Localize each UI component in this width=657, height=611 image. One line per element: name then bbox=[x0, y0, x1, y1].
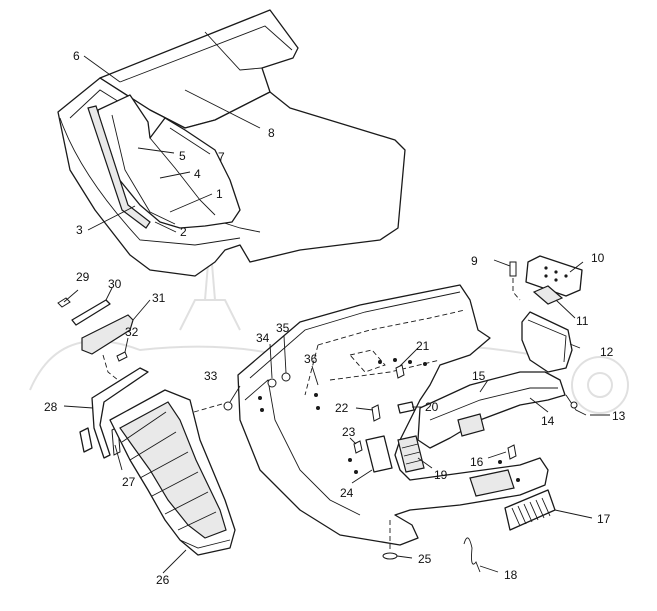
callout-21: 21 bbox=[416, 339, 430, 353]
callout-6: 6 bbox=[73, 49, 80, 63]
callout-19: 19 bbox=[434, 468, 448, 482]
callout-1: 1 bbox=[216, 187, 223, 201]
callout-28: 28 bbox=[44, 400, 58, 414]
callout-34: 34 bbox=[256, 331, 270, 345]
callout-27: 27 bbox=[122, 475, 136, 489]
callout-14: 14 bbox=[541, 414, 555, 428]
callout-labels: 6 8 7 5 4 1 2 3 29 30 31 32 28 27 26 34 … bbox=[44, 49, 626, 587]
callout-22: 22 bbox=[335, 401, 349, 415]
callout-17: 17 bbox=[597, 512, 611, 526]
callout-29: 29 bbox=[76, 270, 90, 284]
callout-24: 24 bbox=[340, 486, 354, 500]
callout-7: 7 bbox=[218, 150, 225, 164]
callout-10: 10 bbox=[591, 251, 605, 265]
body-panel bbox=[223, 284, 549, 560]
callout-11: 11 bbox=[576, 314, 589, 328]
callout-5: 5 bbox=[179, 149, 186, 163]
callout-16: 16 bbox=[470, 455, 484, 469]
callout-36: 36 bbox=[304, 352, 318, 366]
callout-26: 26 bbox=[156, 573, 170, 587]
callout-32: 32 bbox=[125, 325, 139, 339]
callout-13: 13 bbox=[612, 409, 626, 423]
callout-4: 4 bbox=[194, 167, 201, 181]
right-parts bbox=[417, 255, 610, 573]
callout-2: 2 bbox=[180, 225, 187, 239]
callout-30: 30 bbox=[108, 277, 122, 291]
callout-35: 35 bbox=[276, 321, 290, 335]
callout-8: 8 bbox=[268, 126, 275, 140]
callout-33: 33 bbox=[204, 369, 218, 383]
callout-18: 18 bbox=[504, 568, 518, 582]
callout-15: 15 bbox=[472, 369, 486, 383]
left-trim-parts bbox=[57, 287, 236, 574]
callout-12: 12 bbox=[600, 345, 614, 359]
callout-31: 31 bbox=[152, 291, 166, 305]
callout-23: 23 bbox=[342, 425, 356, 439]
callout-3: 3 bbox=[76, 223, 83, 237]
seat-assembly bbox=[57, 9, 406, 277]
callout-9: 9 bbox=[471, 254, 478, 268]
callout-25: 25 bbox=[418, 552, 432, 566]
callout-20: 20 bbox=[425, 400, 439, 414]
